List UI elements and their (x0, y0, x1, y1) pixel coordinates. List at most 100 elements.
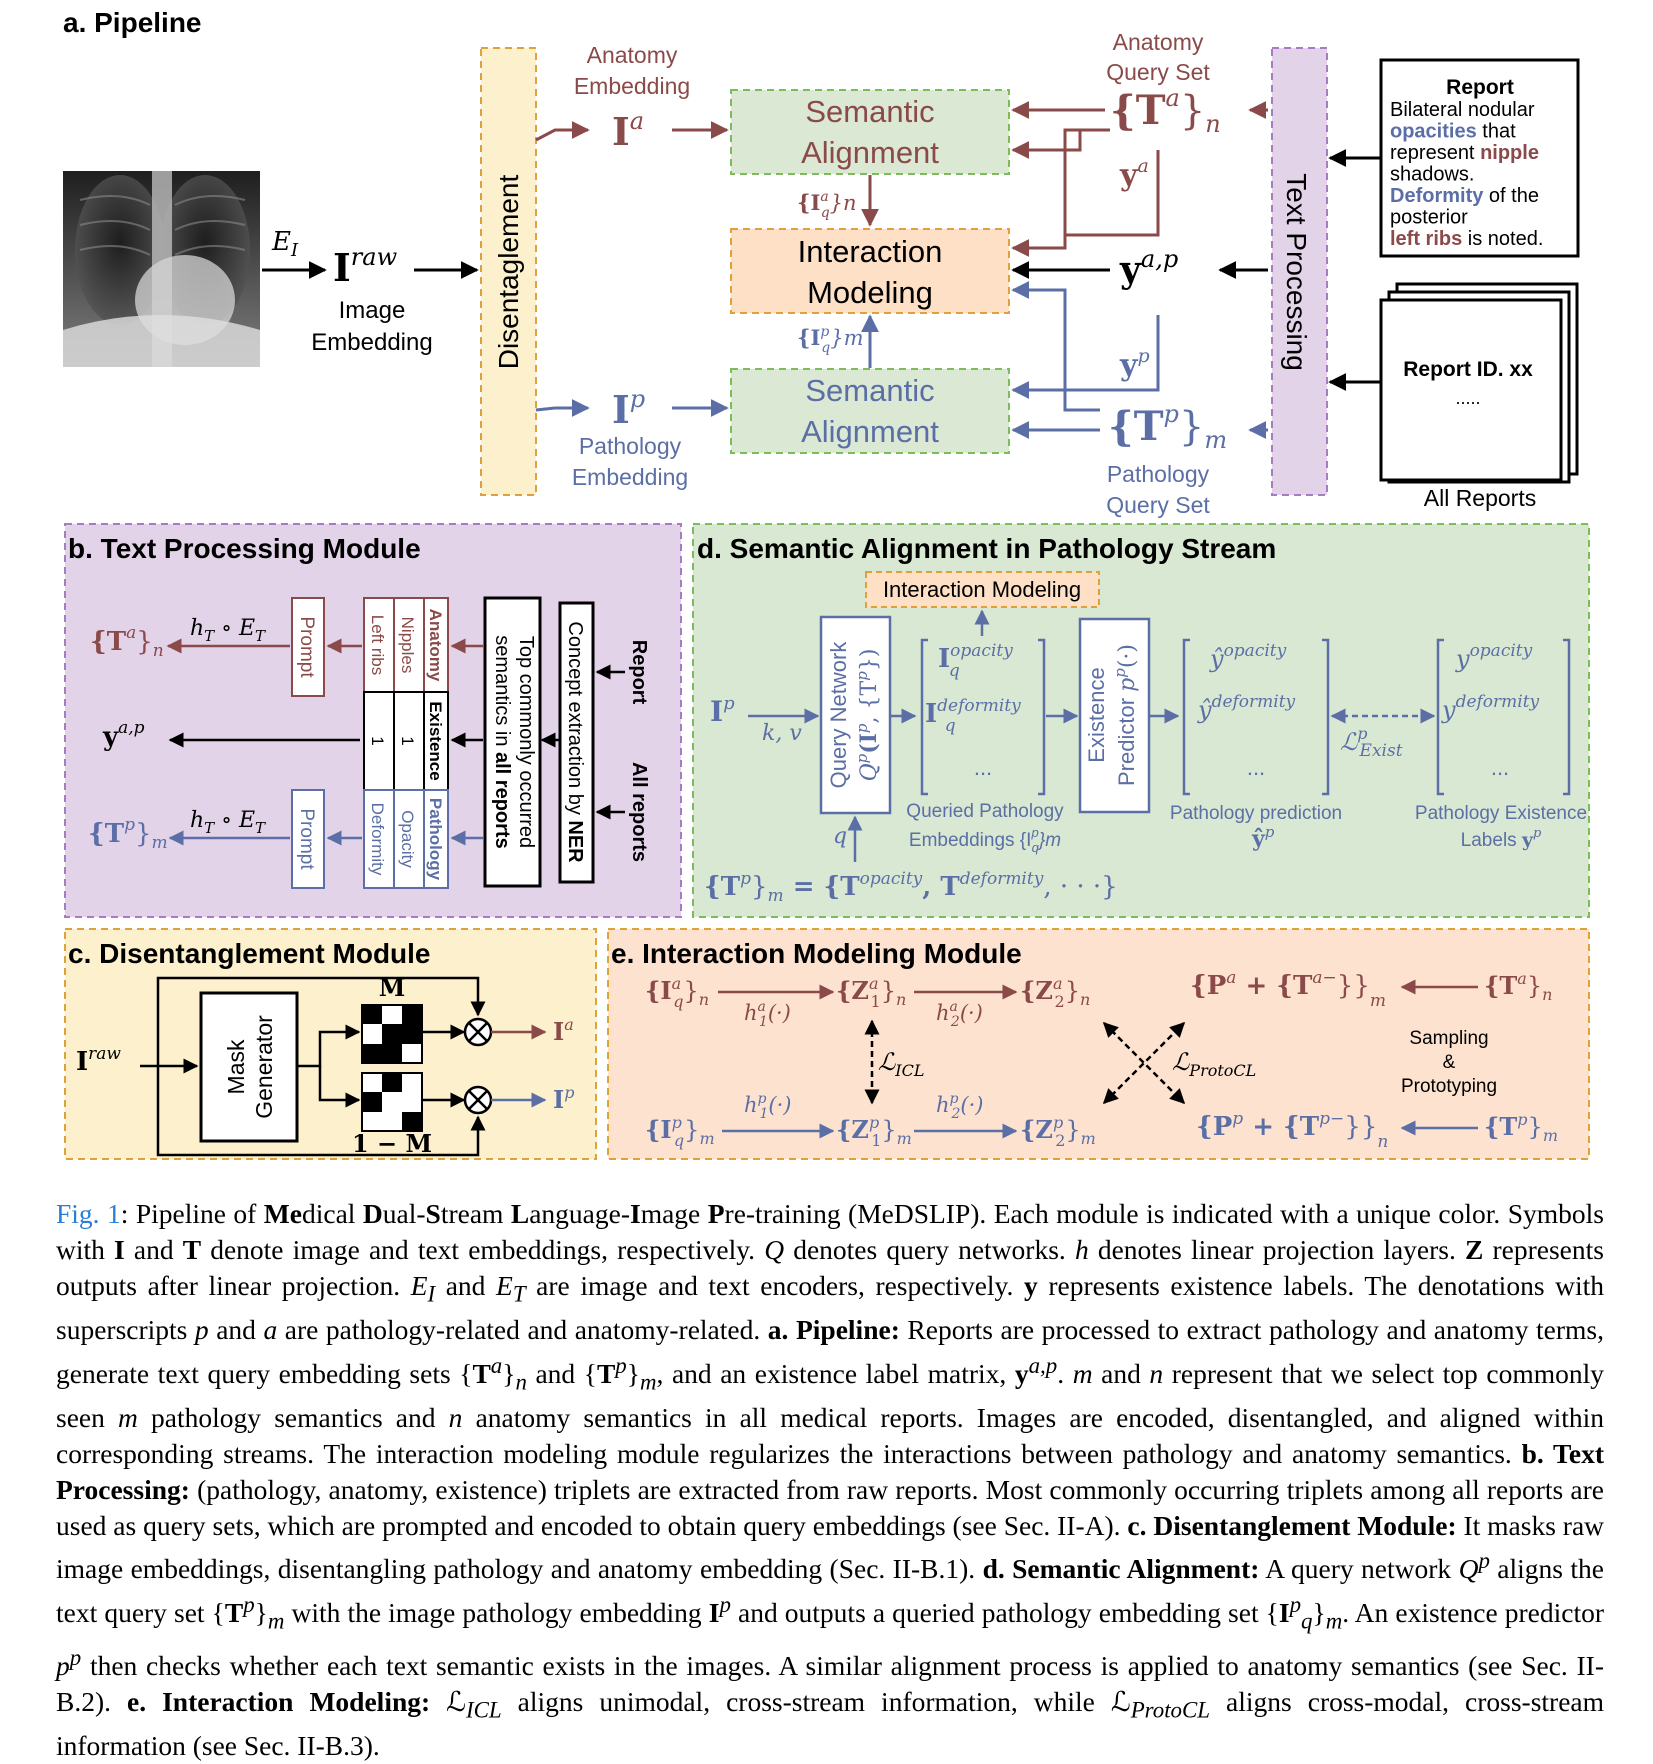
yp-symbol: yp (1119, 345, 1150, 383)
disentanglement-box (480, 47, 537, 496)
encoder-label: EI (271, 227, 299, 261)
one-minus-m-label: 1 − M (352, 1129, 432, 1158)
report-line: posterior (1390, 207, 1468, 229)
panel-e-background (607, 928, 1590, 1160)
panel-c-iraw: Iraw (76, 1044, 121, 1077)
text-processing-label: Text Processing (1281, 173, 1312, 371)
e-tp: {Tp}m (1484, 1110, 1558, 1145)
tp-symbol: {Tp}m (1108, 400, 1227, 454)
mask-1m-checker (361, 1072, 423, 1132)
report-line: represent nipple (1390, 142, 1539, 164)
text-processing-box (1271, 47, 1328, 496)
report-title: Report (1446, 76, 1514, 99)
sampling-label-1: Sampling (1409, 1028, 1488, 1049)
report-line: left ribs is noted. (1390, 228, 1543, 250)
panel-d-im-label: Interaction Modeling (883, 577, 1081, 602)
panel-b-title: b. Text Processing Module (68, 533, 421, 564)
header-anatomy: Anatomy (426, 609, 445, 682)
header-pathology: Pathology (426, 798, 445, 881)
im-label-1: Interaction (798, 234, 943, 269)
multiply-top-icon (463, 1017, 493, 1047)
e-pp: {Pp + {Tp−}}n (1196, 1109, 1388, 1152)
figure-label: Fig. 1 (56, 1198, 121, 1229)
mask-to-m-arrow (297, 1024, 361, 1068)
disentanglement-label: Disentaglement (493, 175, 524, 370)
image-embedding-label-2: Embedding (311, 329, 432, 356)
existence-value-2: 1 (368, 736, 387, 745)
yhat-p-label: ŷp (1251, 823, 1275, 852)
panel-a-pipeline: a. Pipeline EI Iraw Image Embedding Dise… (63, 7, 1580, 518)
report-line: Deformity of the (1390, 185, 1539, 207)
pathology-prediction-label: Pathology prediction (1170, 803, 1342, 824)
iq-dots: ... (974, 755, 992, 780)
report-dots: ..... (1455, 388, 1480, 408)
query-fn-label: Qp(Ip, {Tp}) (853, 649, 882, 782)
panel-c-ia: Ia (553, 1015, 574, 1046)
pathology-term-opacity: Opacity (398, 810, 417, 868)
y-bracket-left (1436, 638, 1444, 796)
ya-to-sa-arrow (1065, 150, 1160, 237)
panel-c-title: c. Disentanglement Module (68, 938, 431, 969)
y-bracket-right (1563, 638, 1571, 796)
panel-b-yap: ya,p (102, 718, 145, 752)
anatomy-term-nipples: Nipples (398, 617, 417, 674)
existence-labels-label-1: Pathology Existence (1415, 803, 1587, 824)
prompt-anatomy-label: Prompt (296, 616, 317, 678)
y-deformity: ydeformity (1441, 692, 1540, 724)
yhat-bracket-right (1322, 638, 1330, 796)
report-id-label: Report ID. xx (1403, 358, 1533, 381)
report-line: shadows. (1390, 164, 1475, 186)
protocl-label: ℒProtoCL (1172, 1048, 1256, 1080)
sa-pathology-label-2: Alignment (801, 414, 939, 449)
iq-bracket-right (1038, 638, 1046, 796)
kv-label: k, v (762, 721, 802, 746)
yhat-deformity: ŷdeformity (1197, 692, 1296, 724)
existence-predictor-label-1: Existence (1084, 667, 1109, 762)
existence-value-1: 1 (398, 736, 417, 745)
ta-symbol: {Ta}n (1110, 84, 1221, 138)
concept-extraction-box (558, 601, 595, 884)
mask-generator-label-2: Generator (251, 1015, 277, 1119)
mask-generator-box (199, 991, 299, 1143)
report-line: Bilateral nodular (1390, 99, 1535, 121)
yap-symbol: ya,p (1119, 245, 1178, 291)
concept-extraction-label: Concept extraction by NER (564, 621, 586, 863)
prompt-pathology-label: Prompt (296, 808, 317, 870)
im-label-2: Modeling (807, 275, 933, 310)
yhat-opacity: ŷopacity (1209, 641, 1287, 673)
top-semantics-box (483, 596, 542, 888)
anatomy-embedding-label-1: Anatomy (587, 42, 678, 68)
y-opacity: yopacity (1455, 641, 1533, 673)
prompt-box-pathology (291, 789, 325, 889)
existence-predictor-label-2: Predictor pp(·) (1111, 644, 1140, 786)
mask-generator-label-1: Mask (223, 1039, 249, 1094)
panel-a-title: a. Pipeline (63, 7, 202, 38)
icl-label: ℒICL (878, 1048, 924, 1080)
iraw-bypass-bottom (156, 1066, 486, 1157)
pathology-term-deformity: Deformity (368, 803, 387, 876)
report-in-label: Report (628, 640, 650, 705)
pathology-embedding-label-2: Embedding (572, 464, 688, 490)
figure-caption: Fig. 1: Pipeline of Medical Dual-Stream … (56, 1196, 1604, 1764)
header-existence: Existence (426, 701, 445, 780)
triplet-table (363, 597, 449, 889)
top-semantics-line-1: Top commonly occurred (515, 636, 537, 848)
m-label: M (379, 973, 406, 1002)
pathology-embedding-label-1: Pathology (579, 433, 682, 459)
sa-anatomy-label-1: Semantic (805, 94, 934, 129)
ya-symbol: ya (1119, 155, 1149, 193)
anatomy-query-set-label-1: Anatomy (1113, 29, 1204, 55)
panel-b-ta: {Ta}n (90, 623, 164, 661)
pathology-query-set-label-1: Pathology (1107, 461, 1210, 487)
yhat-bracket-left (1182, 638, 1190, 796)
yp-line (1065, 315, 1160, 392)
